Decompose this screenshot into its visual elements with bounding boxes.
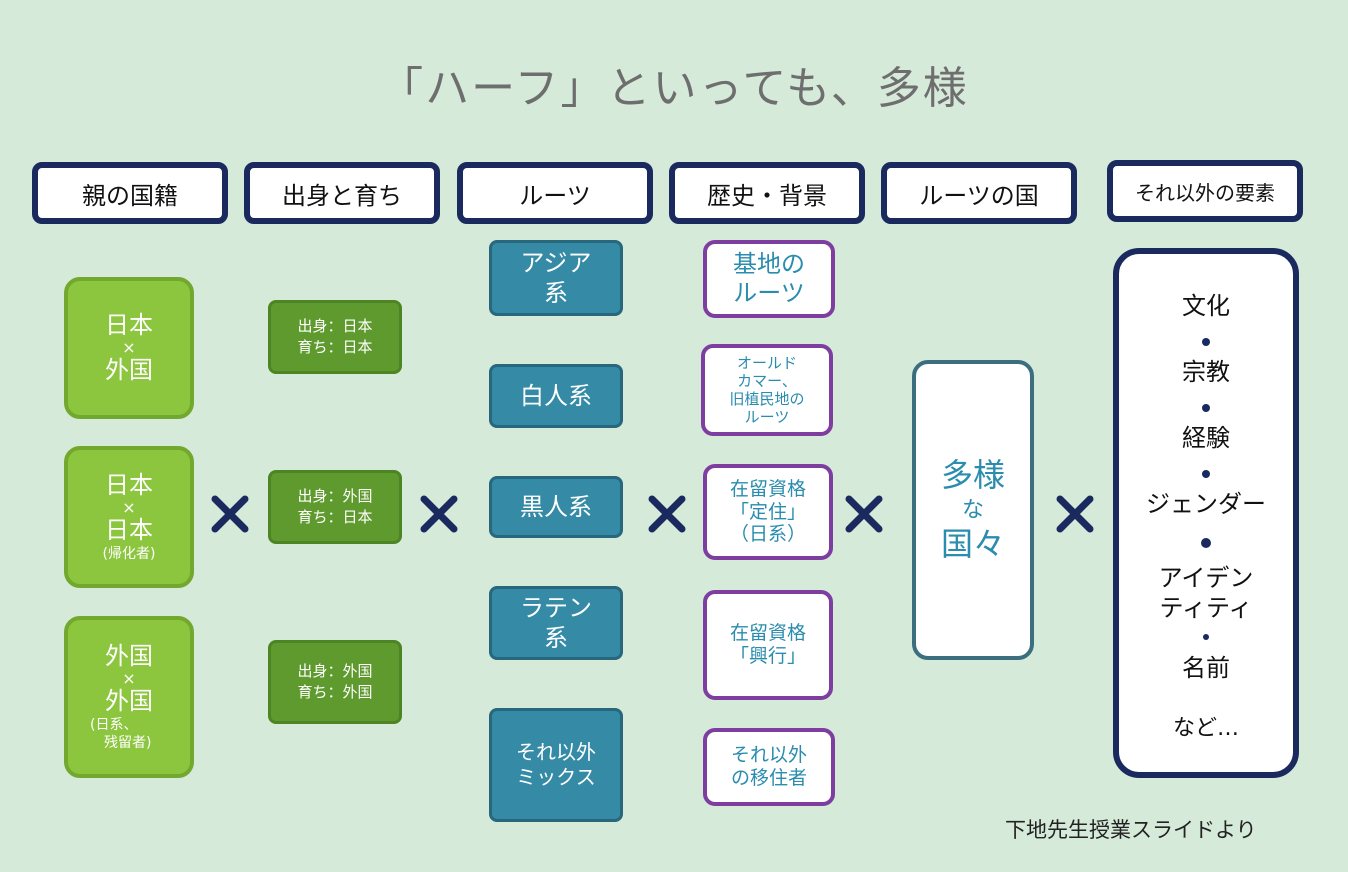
header-root-country: ルーツの国 (881, 162, 1077, 224)
other-item-gender: ジェンダー (1146, 490, 1266, 518)
other-item-etc: など… (1172, 716, 1239, 741)
roots-line: 白人系 (520, 382, 592, 410)
other-item-culture: 文化 (1182, 292, 1230, 320)
header-roots: ルーツ (457, 162, 653, 224)
birth-line: 育ち：日本 (297, 508, 373, 526)
parents-line2: 日本 (105, 515, 153, 544)
roots-box-white: 白人系 (489, 364, 623, 428)
roots-box-other-mix: それ以外 ミックス (489, 708, 623, 822)
roots-box-latin: ラテン 系 (489, 586, 623, 660)
parents-line1: 日本 (105, 311, 153, 340)
history-line: 「定住」 (729, 500, 806, 523)
header-birth-upbringing: 出身と育ち (244, 162, 440, 224)
root-country-box: 多様 な 国々 (912, 360, 1034, 660)
roots-line: アジア (520, 249, 592, 277)
birth-line: 育ち：日本 (297, 338, 373, 356)
birth-box-foreign-japan: 出身：外国 育ち：日本 (268, 470, 402, 544)
bullet-dot (1202, 404, 1210, 412)
other-item-religion: 宗教 (1182, 358, 1230, 386)
roots-line: 系 (544, 279, 568, 307)
history-line: ルーツ (744, 408, 790, 426)
times-operator-icon (1053, 492, 1097, 536)
other-item-experience: 経験 (1182, 424, 1230, 452)
roots-box-asian: アジア 系 (489, 240, 623, 316)
other-item-name: 名前 (1182, 654, 1230, 682)
roots-box-black: 黒人系 (489, 476, 623, 538)
history-box-oldcomer: オールド カマー、 旧植民地の ルーツ (701, 344, 833, 436)
source-credit: 下地先生授業スライドより (1005, 818, 1257, 842)
root-country-line2: な (961, 497, 984, 523)
parents-times: × (122, 338, 136, 357)
page-title: 「ハーフ」といっても、多様 (379, 63, 969, 114)
bullet-dot (1203, 634, 1209, 640)
birth-line: 出身：日本 (297, 317, 373, 335)
root-country-line3: 国々 (940, 524, 1005, 563)
parents-note: (帰化者) (102, 545, 156, 562)
roots-line: ミックス (516, 765, 596, 789)
history-line: 基地の (733, 250, 805, 279)
history-line: 旧植民地の (729, 390, 805, 408)
bullet-dot (1202, 470, 1210, 478)
other-factors-box: 文化 宗教 経験 ジェンダー アイデン ティティ 名前 など… (1113, 248, 1299, 778)
roots-line: 黒人系 (520, 493, 592, 521)
other-item-identity-line1: アイデン (1158, 564, 1254, 592)
birth-line: 出身：外国 (297, 662, 373, 680)
root-country-line1: 多様 (940, 456, 1005, 495)
parents-box-japan-japan: 日本 × 日本 (帰化者) (64, 446, 194, 588)
history-box-other-immigrants: それ以外 の移住者 (703, 728, 835, 806)
parents-line1: 外国 (105, 642, 153, 671)
bullet-dot (1202, 338, 1210, 346)
times-operator-icon (417, 492, 461, 536)
header-other-factors: それ以外の要素 (1107, 160, 1303, 222)
birth-box-japan-japan: 出身：日本 育ち：日本 (268, 300, 402, 374)
history-line: の移住者 (730, 767, 807, 789)
parents-note: (日系、 (90, 716, 138, 733)
parents-times: × (122, 497, 136, 517)
parents-box-foreign-foreign: 外国 × 外国 (日系、 残留者) (64, 616, 194, 778)
parents-times: × (122, 668, 136, 688)
birth-box-foreign-foreign: 出身：外国 育ち：外国 (268, 640, 402, 724)
history-line: 在留資格 (729, 477, 806, 500)
history-line: それ以外 (730, 744, 807, 767)
history-line: オールド (736, 354, 797, 372)
header-history-background: 歴史・背景 (669, 162, 865, 224)
other-item-identity-line2: ティティ (1159, 594, 1253, 622)
history-line: 「興行」 (729, 645, 806, 667)
header-parents-nationality: 親の国籍 (32, 162, 228, 224)
roots-line: ラテン (520, 594, 592, 622)
times-operator-icon (208, 492, 252, 536)
history-line: 在留資格 (729, 622, 806, 645)
parents-note: 残留者) (104, 734, 152, 751)
parents-line2: 外国 (105, 356, 153, 384)
parents-box-japan-foreign: 日本 × 外国 (64, 277, 194, 419)
roots-line: それ以外 (516, 740, 596, 764)
birth-line: 育ち：外国 (297, 683, 373, 701)
birth-line: 出身：外国 (297, 487, 373, 505)
history-box-long-term-resident: 在留資格 「定住」 （日系） (703, 464, 833, 560)
history-line: カマー、 (737, 372, 797, 390)
roots-line: 系 (544, 624, 568, 652)
times-operator-icon (842, 492, 886, 536)
history-box-entertainer-visa: 在留資格 「興行」 (703, 590, 833, 700)
parents-line1: 日本 (105, 471, 153, 500)
times-operator-icon (645, 492, 689, 536)
bullet-dot (1201, 538, 1211, 548)
parents-line2: 外国 (105, 686, 153, 715)
history-box-base-roots: 基地の ルーツ (703, 240, 835, 318)
history-line: ルーツ (733, 279, 805, 307)
history-line: （日系） (729, 523, 806, 546)
